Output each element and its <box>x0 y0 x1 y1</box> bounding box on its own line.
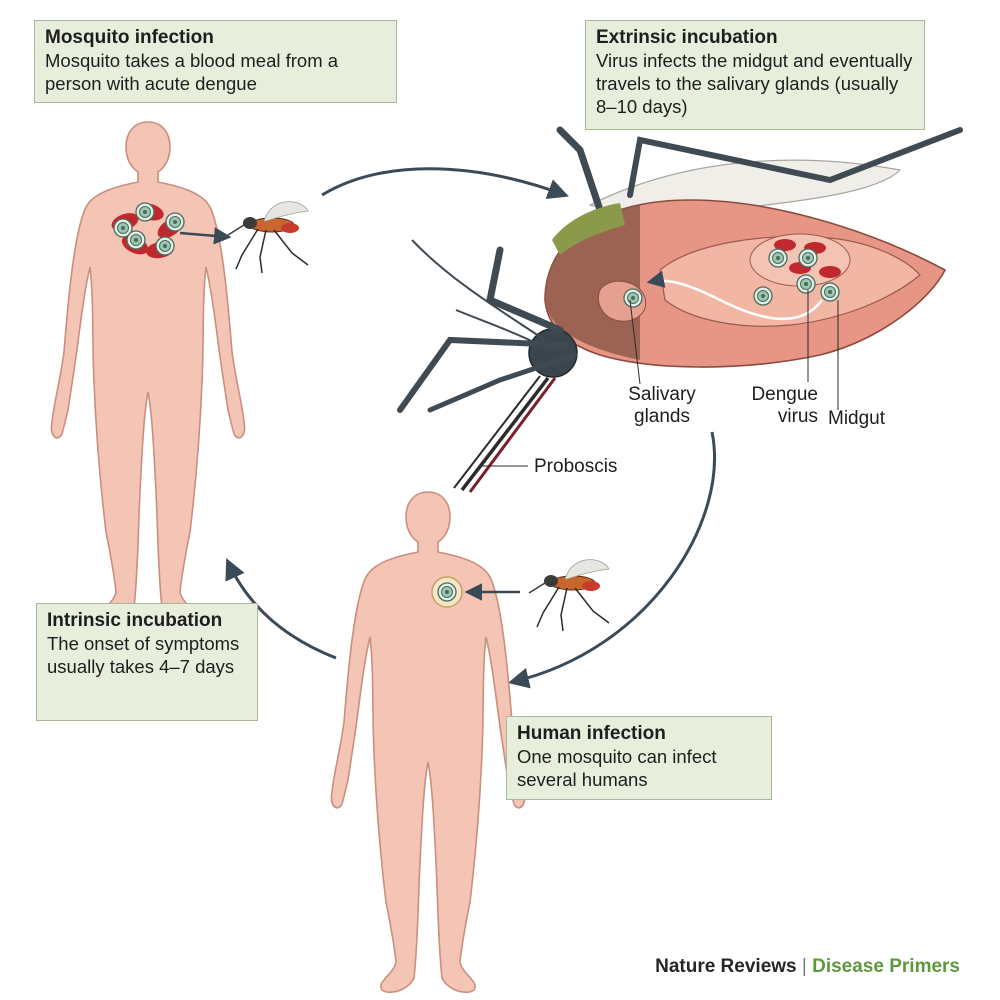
small-mosquito-biting <box>528 558 610 632</box>
callout-title: Mosquito infection <box>45 27 214 48</box>
bite-site-virus <box>431 576 463 608</box>
callout-intrinsic-incubation: Intrinsic incubation The onset of sympto… <box>36 603 258 721</box>
small-mosquito-feeding <box>227 200 309 274</box>
credit-separator: | <box>801 956 807 977</box>
callout-title: Intrinsic incubation <box>47 610 223 631</box>
callout-body: The onset of symptoms usually takes 4–7 … <box>47 633 240 677</box>
callout-body: One mosquito can infect several humans <box>517 746 717 790</box>
leader-salivary-glands <box>629 299 641 385</box>
callout-extrinsic-incubation: Extrinsic incubation Virus infects the m… <box>585 20 925 130</box>
blood-cells-with-virus <box>111 202 185 259</box>
callout-title: Human infection <box>517 723 666 744</box>
arrow-to-small-mosquito-1 <box>179 227 232 245</box>
label-proboscis: Proboscis <box>534 456 618 477</box>
mosquito-cross-section <box>397 126 963 493</box>
credit-series: Disease Primers <box>812 956 960 977</box>
label-dengue-virus: Dengue virus <box>751 384 818 427</box>
newly-infected-human-figure <box>330 491 526 994</box>
journal-credit: Nature Reviews | Disease Primers <box>655 956 960 978</box>
callout-body: Virus infects the midgut and eventually … <box>596 50 913 117</box>
cycle-arrow-to-first-human <box>225 558 337 660</box>
callout-human-infection: Human infection One mosquito can infect … <box>506 716 772 800</box>
label-midgut: Midgut <box>828 408 886 429</box>
label-salivary-glands: Salivary glands <box>628 384 696 427</box>
callout-mosquito-infection: Mosquito infection Mosquito takes a bloo… <box>34 20 397 103</box>
cycle-arrow-to-mosquito <box>321 167 569 200</box>
infected-human-figure <box>50 121 246 624</box>
callout-body: Mosquito takes a blood meal from a perso… <box>45 50 339 94</box>
credit-publisher: Nature Reviews <box>655 956 797 977</box>
callout-title: Extrinsic incubation <box>596 27 778 48</box>
cycle-arrow-to-human <box>507 431 716 689</box>
